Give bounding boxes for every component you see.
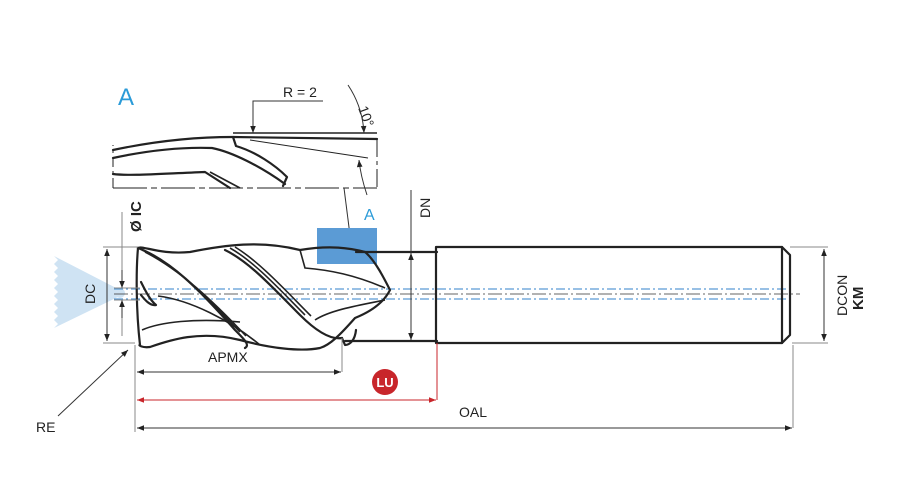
detail-profile xyxy=(111,132,379,190)
dc-label: DC xyxy=(82,284,98,304)
ic-label: Ø IC xyxy=(128,201,145,232)
detail-marker-label: A xyxy=(364,207,375,224)
coolant-spray xyxy=(54,256,120,328)
neck xyxy=(343,250,439,343)
radius-callout: R = 2 xyxy=(250,84,323,133)
re-label: RE xyxy=(36,419,55,435)
shank xyxy=(434,245,792,345)
dn-label: DN xyxy=(417,198,433,218)
detail-view-label: A xyxy=(118,84,134,111)
oal-label: OAL xyxy=(459,404,487,420)
detail-frame xyxy=(112,139,378,189)
dc-dimension: DC xyxy=(82,246,138,344)
detail-view-a: A R = 2 10° xyxy=(111,84,379,244)
dcon-dimension: DCON KM xyxy=(790,246,867,344)
radius-label: R = 2 xyxy=(283,84,317,100)
dcon-label: DCON xyxy=(834,275,850,316)
re-callout: RE xyxy=(36,349,129,435)
dn-dimension: DN xyxy=(408,190,433,340)
ic-dimension: Ø IC xyxy=(114,201,145,336)
apmx-label: APMX xyxy=(208,349,248,365)
angle-label: 10° xyxy=(355,104,377,129)
cutting-head xyxy=(135,243,392,351)
lu-label: LU xyxy=(376,375,393,390)
lu-dimension: LU xyxy=(137,343,438,403)
detail-highlight-box xyxy=(317,228,377,264)
lu-badge xyxy=(372,369,398,395)
angle-callout: 10° xyxy=(347,84,377,196)
oal-dimension: OAL xyxy=(137,345,794,431)
apmx-dimension: APMX xyxy=(134,338,343,432)
km-label: KM xyxy=(850,287,867,310)
